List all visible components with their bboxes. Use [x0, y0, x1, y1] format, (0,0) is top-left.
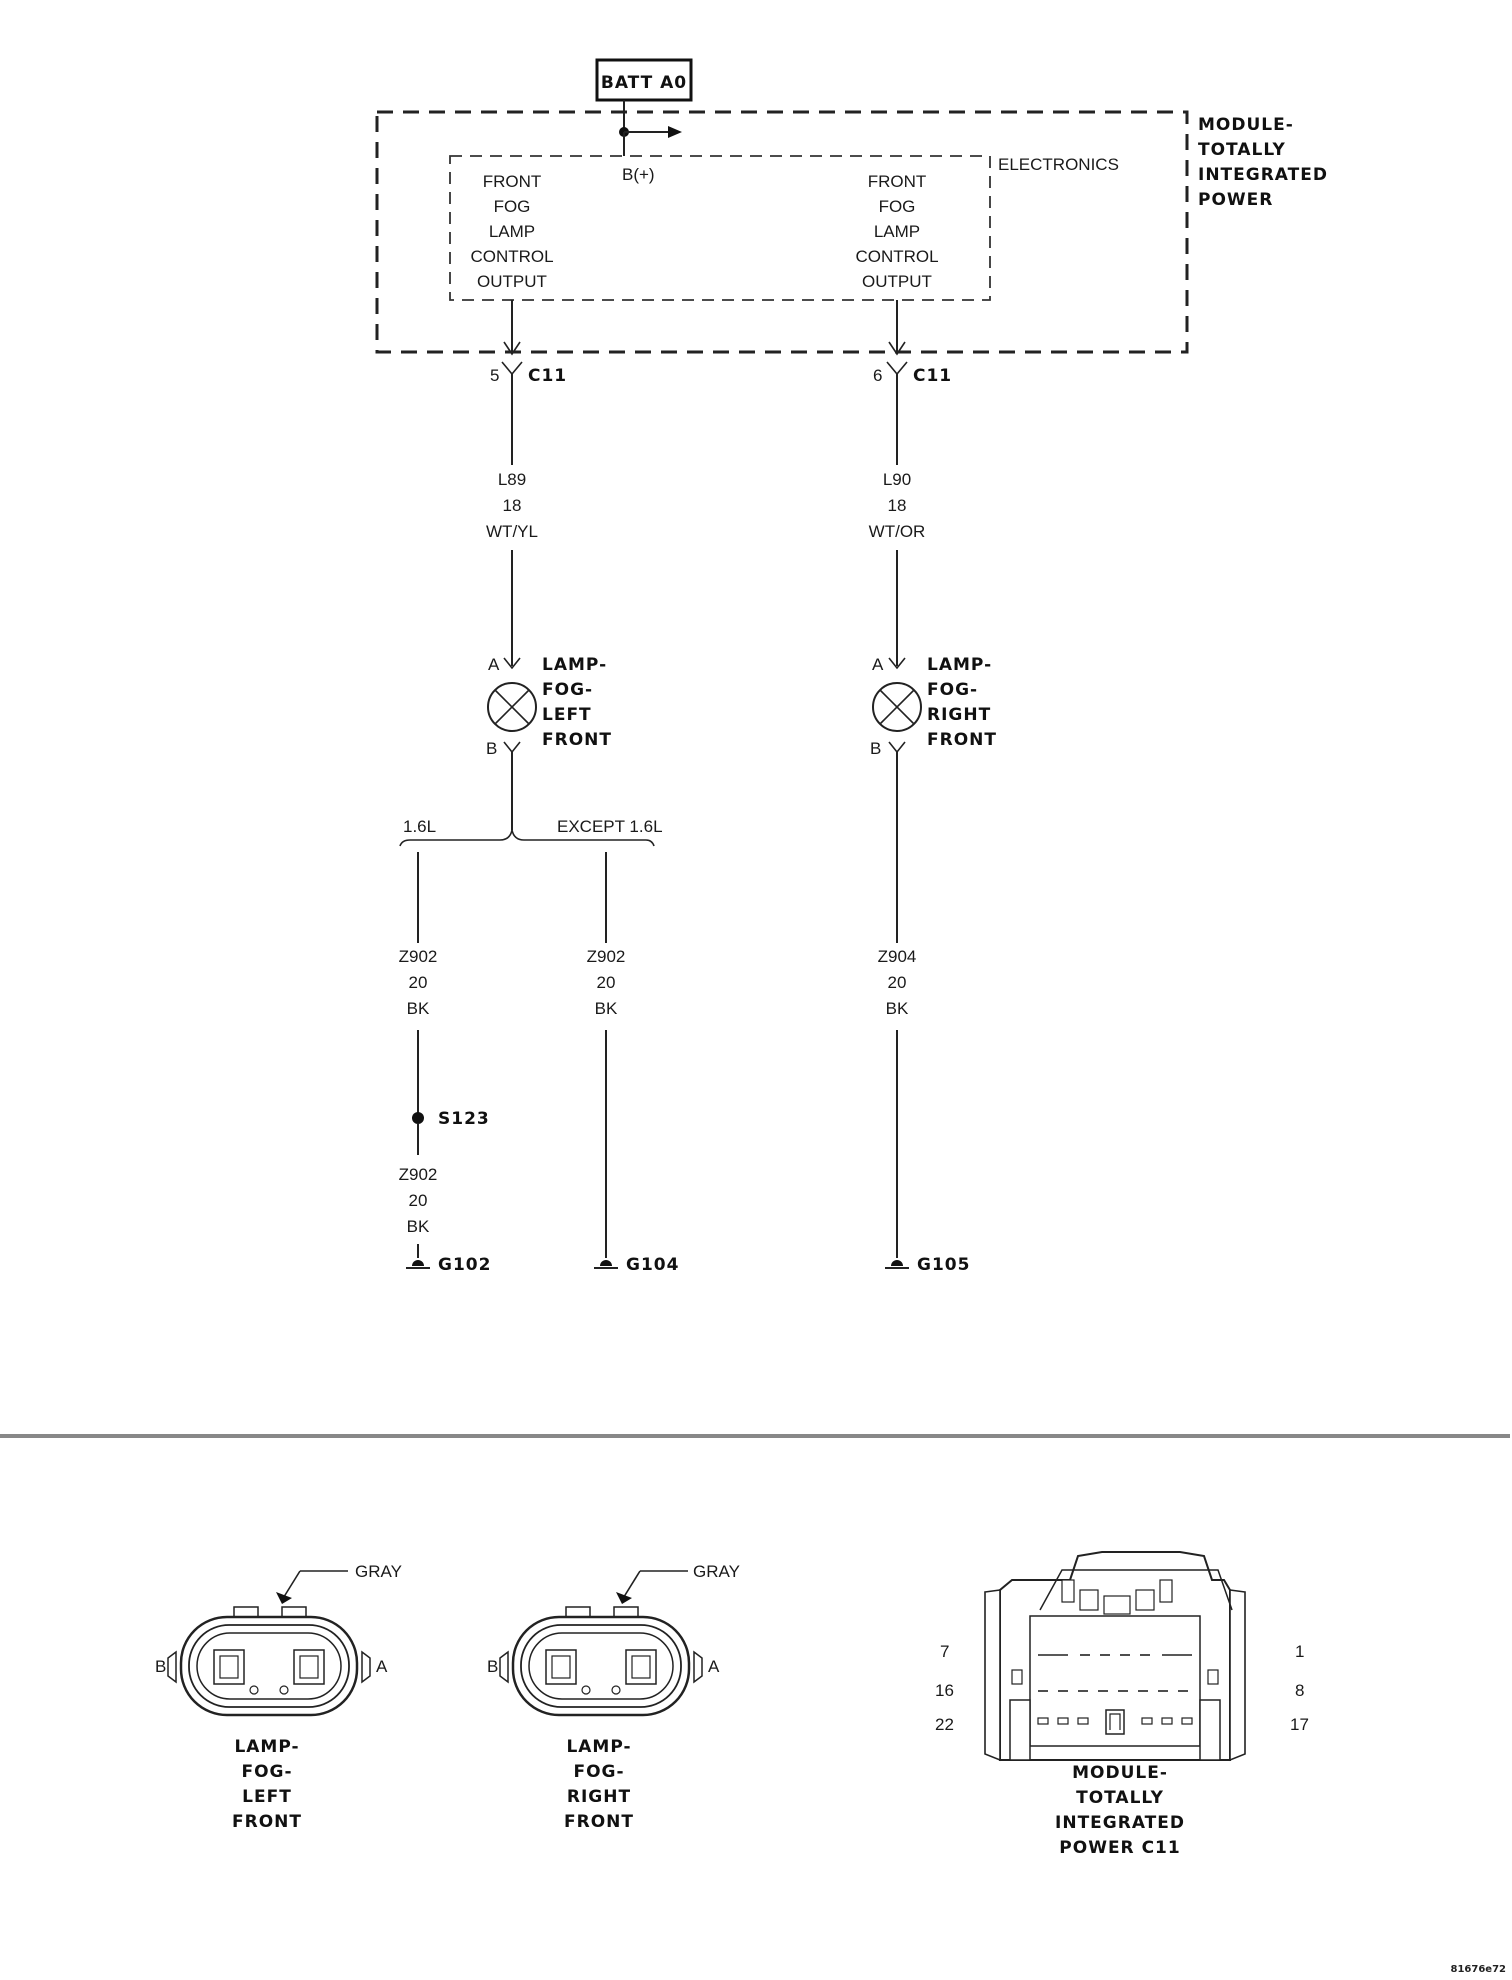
right-output-line-3: LAMP — [874, 222, 920, 241]
right-connector-pin: 6 — [873, 366, 882, 385]
left-connector-pin-a: A — [376, 1657, 388, 1676]
left-output-line-3: LAMP — [489, 222, 535, 241]
c11-pin-label-17: 17 — [1290, 1715, 1309, 1734]
right-connector-pin-a: A — [708, 1657, 720, 1676]
branch-label-left: 1.6L — [403, 817, 436, 836]
left-output-line-4: CONTROL — [470, 247, 553, 266]
c11-pin-label-8: 8 — [1295, 1681, 1304, 1700]
c11-pin-label-7: 7 — [940, 1642, 949, 1661]
z904-gauge: 20 — [888, 973, 907, 992]
left-lamp-name-3: LEFT — [542, 705, 592, 725]
left-output-line-2: FOG — [494, 197, 531, 216]
splice-s123-icon — [412, 1112, 424, 1124]
c11-name-1: MODULE- — [1072, 1763, 1168, 1783]
left-connector-color: GRAY — [355, 1562, 402, 1581]
module-c11-connector-view: 7 16 22 1 8 17 MODULE- TOTALLY INTEGRATE… — [935, 1551, 1309, 1858]
module-tipm-outline: ELECTRONICS MODULE- TOTALLY INTEGRATED P… — [375, 110, 1328, 354]
right-lamp-pin-b: B — [870, 739, 881, 758]
right-lamp-name-2: FOG- — [927, 680, 978, 700]
ground-g104-label: G104 — [626, 1255, 679, 1275]
l90-gauge: 18 — [888, 496, 907, 515]
module-name-line-1: MODULE- — [1198, 115, 1294, 135]
splice-label: S123 — [438, 1109, 490, 1129]
right-lamp-name-4: FRONT — [927, 730, 997, 750]
branch-label-right: EXCEPT 1.6L — [557, 817, 663, 836]
left-lamp-connector-view: GRAY B A LAMP- FOG- LEFT FRONT — [155, 1562, 402, 1832]
module-name-line-3: INTEGRATED — [1198, 165, 1328, 185]
figure-id: 81676e72 — [1451, 1964, 1507, 1975]
left-connector-name-2: FOG- — [241, 1762, 292, 1782]
bplus-label: B(+) — [622, 165, 655, 184]
left-output-label: FRONT FOG LAMP CONTROL OUTPUT — [470, 172, 553, 291]
module-name-line-4: POWER — [1198, 190, 1273, 210]
left-output-line-5: OUTPUT — [477, 272, 547, 291]
l89-gauge: 18 — [503, 496, 522, 515]
right-output-label: FRONT FOG LAMP CONTROL OUTPUT — [855, 172, 938, 291]
left-connector-name-1: LAMP- — [234, 1737, 299, 1757]
left-connector-name: C11 — [528, 366, 567, 386]
z902b-color: BK — [407, 1217, 430, 1236]
right-lamp-name-3: RIGHT — [927, 705, 991, 725]
left-connector-pin-b: B — [155, 1657, 166, 1676]
z902c-color: BK — [595, 999, 618, 1018]
ground-g102-label: G102 — [438, 1255, 491, 1275]
left-lamp-pin-a: A — [488, 655, 500, 674]
l90-circuit: L90 — [883, 470, 911, 489]
ground-g105-icon — [885, 1260, 909, 1269]
c11-pin-label-22: 22 — [935, 1715, 954, 1734]
left-connector-pin: 5 — [490, 366, 499, 385]
z902b-gauge: 20 — [409, 1191, 428, 1210]
z904-color: BK — [886, 999, 909, 1018]
z902a-circuit: Z902 — [399, 947, 438, 966]
right-connector-color: GRAY — [693, 1562, 740, 1581]
right-connector-name: C11 — [913, 366, 952, 386]
left-lamp-pin-b: B — [486, 739, 497, 758]
electronics-label: ELECTRONICS — [998, 155, 1119, 174]
z902a-gauge: 20 — [409, 973, 428, 992]
ground-g102-icon — [406, 1260, 430, 1269]
right-connector-pin-b: B — [487, 1657, 498, 1676]
z902b-circuit: Z902 — [399, 1165, 438, 1184]
left-lamp-name-2: FOG- — [542, 680, 593, 700]
left-lamp-name-4: FRONT — [542, 730, 612, 750]
z904-circuit: Z904 — [878, 947, 917, 966]
ground-g104-icon — [594, 1260, 618, 1269]
right-circuit: 6 C11 L90 18 WT/OR A B LAMP- FOG- RIGHT … — [869, 300, 997, 1275]
l89-color: WT/YL — [486, 522, 538, 541]
right-output-line-5: OUTPUT — [862, 272, 932, 291]
right-output-line-1: FRONT — [868, 172, 927, 191]
right-lamp-name-1: LAMP- — [927, 655, 992, 675]
right-output-line-2: FOG — [879, 197, 916, 216]
right-connector-name-3: RIGHT — [567, 1787, 631, 1807]
batt-a0-label: BATT A0 — [601, 73, 687, 93]
right-connector-name-1: LAMP- — [566, 1737, 631, 1757]
z902c-circuit: Z902 — [587, 947, 626, 966]
left-connector-name-4: FRONT — [232, 1812, 302, 1832]
ground-g105-label: G105 — [917, 1255, 970, 1275]
right-lamp-pin-a: A — [872, 655, 884, 674]
module-name-line-2: TOTALLY — [1198, 140, 1286, 160]
right-lamp-connector-view: GRAY B A LAMP- FOG- RIGHT FRONT — [487, 1562, 740, 1832]
z902c-gauge: 20 — [597, 973, 616, 992]
left-connector-name-3: LEFT — [242, 1787, 292, 1807]
l90-color: WT/OR — [869, 522, 926, 541]
batt-a0-source: BATT A0 B(+) — [595, 58, 693, 184]
left-lamp-name-1: LAMP- — [542, 655, 607, 675]
z902a-color: BK — [407, 999, 430, 1018]
l89-circuit: L89 — [498, 470, 526, 489]
left-circuit: 5 C11 L89 18 WT/YL A B LAMP- FOG- LEFT F… — [399, 300, 679, 1275]
c11-name-4: POWER C11 — [1059, 1838, 1180, 1858]
c11-name-2: TOTALLY — [1076, 1788, 1164, 1808]
c11-pin-label-16: 16 — [935, 1681, 954, 1700]
c11-pin-label-1: 1 — [1295, 1642, 1304, 1661]
c11-name-3: INTEGRATED — [1055, 1813, 1185, 1833]
right-connector-name-4: FRONT — [564, 1812, 634, 1832]
right-connector-name-2: FOG- — [573, 1762, 624, 1782]
right-output-line-4: CONTROL — [855, 247, 938, 266]
left-output-line-1: FRONT — [483, 172, 542, 191]
